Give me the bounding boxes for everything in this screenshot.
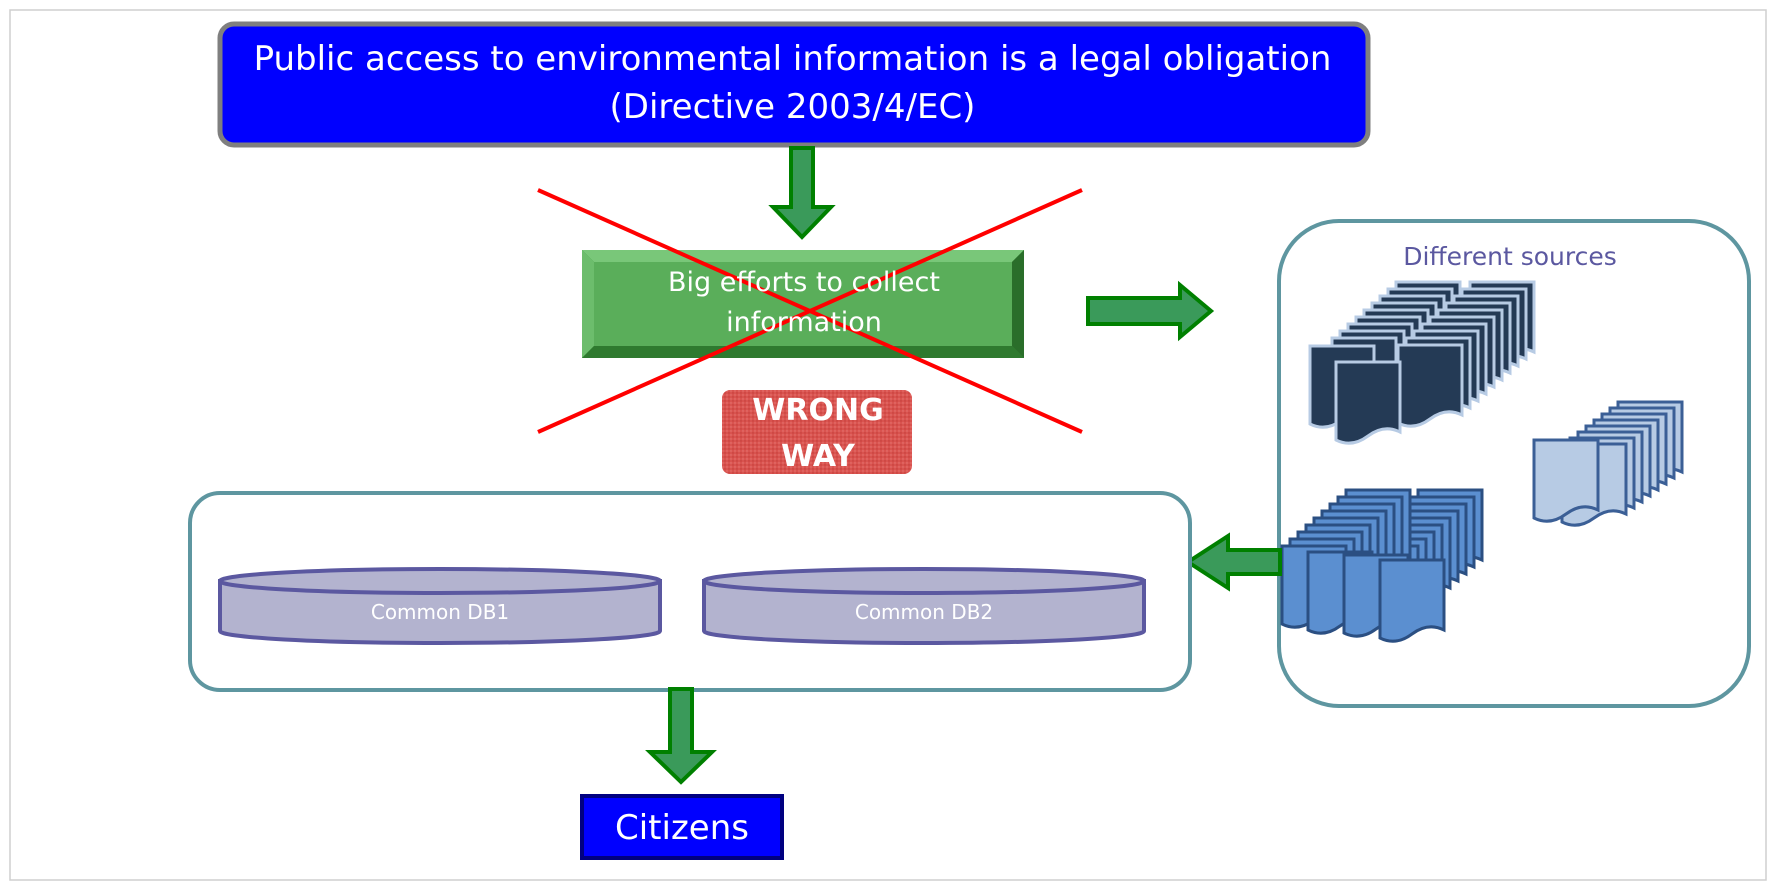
arrow-right-icon <box>1086 280 1215 342</box>
arrow-down-icon <box>768 146 836 240</box>
efforts-box <box>582 250 1024 358</box>
red-cross-icon <box>537 188 1083 434</box>
citizens-box <box>580 794 784 860</box>
slide-border <box>9 9 1767 881</box>
database-2-icon <box>702 567 1146 645</box>
database-1-icon <box>218 567 662 645</box>
banner-box <box>217 21 1371 148</box>
arrow-left-icon <box>1184 532 1282 592</box>
wrong-way-box <box>722 390 912 474</box>
arrow-down-to-citizens-icon <box>645 687 717 785</box>
